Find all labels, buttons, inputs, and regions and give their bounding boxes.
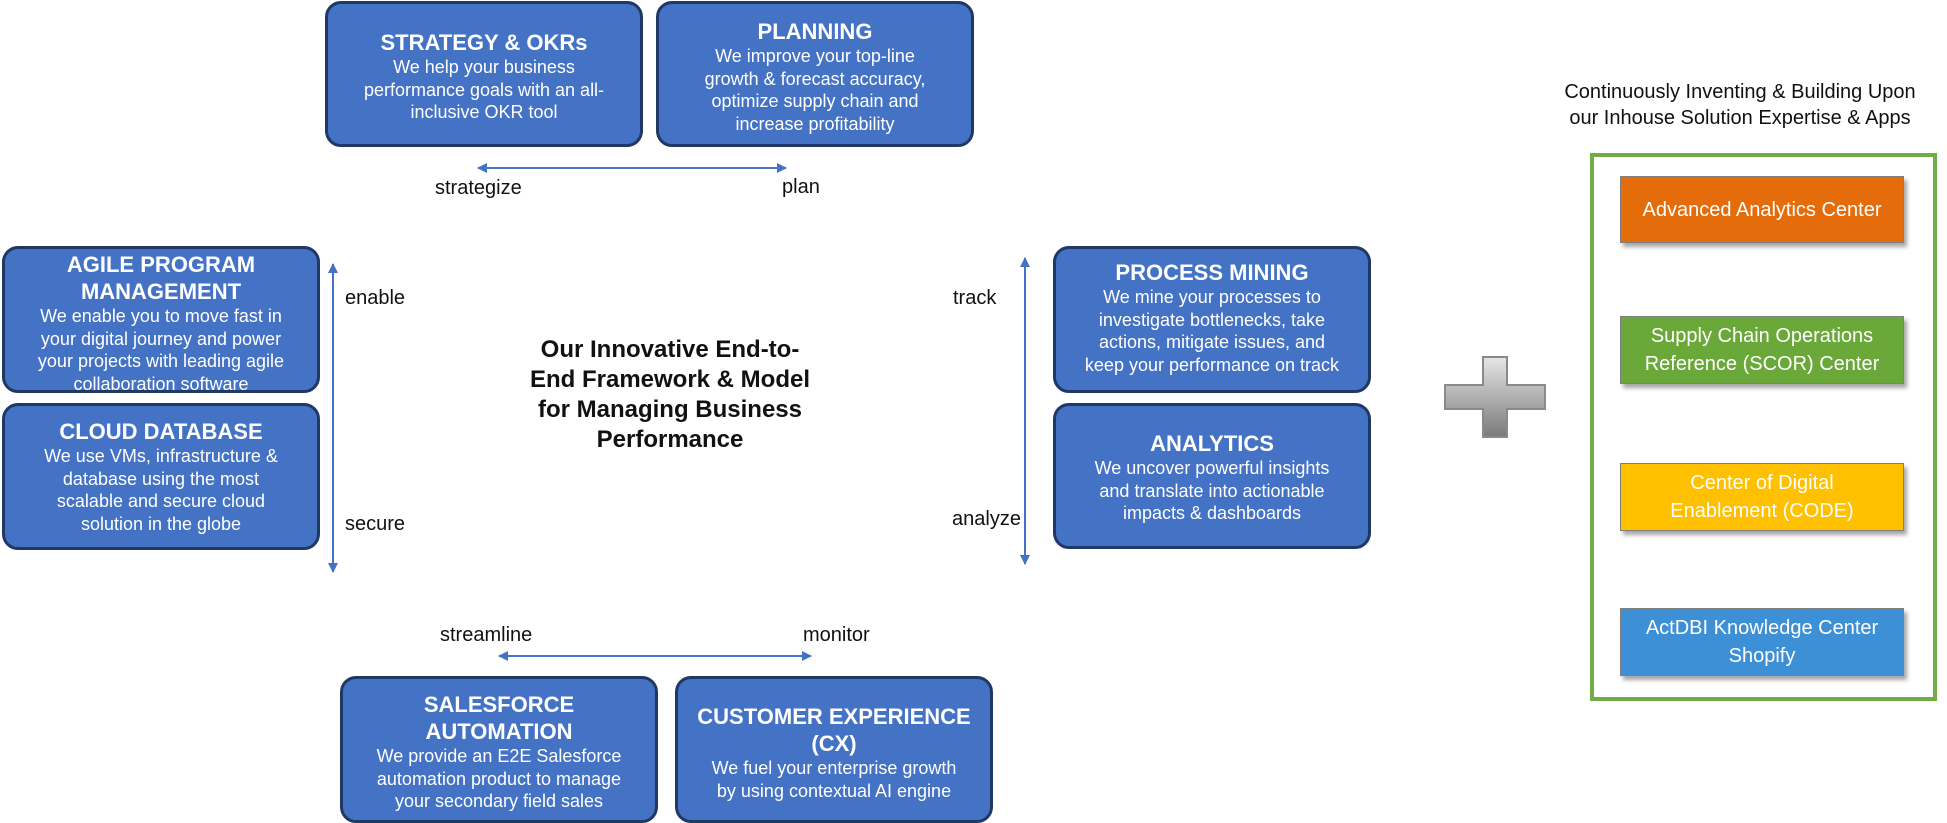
box-desc: automation product to manage bbox=[376, 768, 622, 789]
box-desc: your secondary field sales bbox=[394, 791, 604, 811]
box-title: AGILE PROGRAM bbox=[66, 252, 256, 277]
solutions-title: Continuously Inventing & Building Upon o… bbox=[1564, 81, 1916, 129]
verb-monitor: monitor bbox=[803, 624, 870, 646]
box-desc: performance goals with an all- bbox=[363, 79, 605, 100]
box-title: (CX) bbox=[811, 731, 857, 756]
box-desc: impacts & dashboards bbox=[1122, 503, 1302, 523]
framework-title: Our Innovative End-to- End Framework & M… bbox=[529, 336, 811, 453]
box-desc: scalable and secure cloud bbox=[56, 491, 266, 511]
verb-plan: plan bbox=[782, 176, 820, 198]
box-agile-program-management: AGILE PROGRAM MANAGEMENT We enable you t… bbox=[2, 246, 320, 393]
box-planning: PLANNING We improve your top-line growth… bbox=[656, 1, 974, 147]
box-desc: keep your performance on track bbox=[1084, 354, 1340, 375]
app-actdbi-knowledge-center[interactable]: ActDBI Knowledge Center Shopify bbox=[1620, 608, 1904, 676]
box-desc: your projects with leading agile bbox=[37, 351, 285, 371]
box-salesforce-automation: SALESFORCE AUTOMATION We provide an E2E … bbox=[340, 676, 658, 823]
box-desc: We enable you to move fast in bbox=[40, 306, 282, 326]
box-desc: investigate bottlenecks, take bbox=[1098, 309, 1326, 330]
box-title: PROCESS MINING bbox=[1115, 260, 1309, 285]
verb-analyze: analyze bbox=[952, 508, 1021, 530]
box-desc: solution in the globe bbox=[80, 513, 242, 534]
box-desc: We provide an E2E Salesforce bbox=[376, 746, 622, 766]
app-center-of-digital-enablement[interactable]: Center of Digital Enablement (CODE) bbox=[1620, 463, 1904, 531]
box-desc: We use VMs, infrastructure & bbox=[44, 446, 278, 466]
box-title: MANAGEMENT bbox=[80, 279, 242, 304]
box-desc: We help your business bbox=[393, 57, 575, 77]
box-cloud-database: CLOUD DATABASE We use VMs, infrastructur… bbox=[2, 403, 320, 550]
box-title: SALESFORCE bbox=[423, 692, 575, 717]
box-desc: optimize supply chain and bbox=[711, 91, 919, 111]
plus-icon bbox=[1444, 356, 1546, 438]
box-title: AUTOMATION bbox=[425, 719, 573, 744]
verb-track: track bbox=[953, 287, 997, 309]
box-title: PLANNING bbox=[757, 19, 873, 44]
box-desc: by using contextual AI engine bbox=[716, 780, 952, 801]
verb-enable: enable bbox=[345, 287, 406, 309]
box-desc: We mine your processes to bbox=[1103, 287, 1321, 307]
solutions-frame bbox=[1590, 153, 1937, 701]
box-title: CLOUD DATABASE bbox=[59, 419, 263, 444]
box-title: ANALYTICS bbox=[1150, 431, 1274, 456]
box-desc: We improve your top-line bbox=[715, 46, 915, 66]
verb-secure: secure bbox=[345, 513, 406, 535]
box-title: CUSTOMER EXPERIENCE bbox=[697, 704, 971, 729]
box-customer-experience: CUSTOMER EXPERIENCE (CX) We fuel your en… bbox=[675, 676, 993, 823]
box-desc: database using the most bbox=[62, 468, 260, 489]
app-advanced-analytics-center[interactable]: Advanced Analytics Center bbox=[1620, 176, 1904, 243]
app-scor-center[interactable]: Supply Chain Operations Reference (SCOR)… bbox=[1620, 316, 1904, 384]
box-process-mining: PROCESS MINING We mine your processes to… bbox=[1053, 246, 1371, 393]
verb-strategize: strategize bbox=[435, 177, 522, 199]
box-title: STRATEGY & OKRs bbox=[380, 30, 588, 55]
box-desc: actions, mitigate issues, and bbox=[1098, 332, 1326, 352]
box-strategy-okrs: STRATEGY & OKRs We help your business pe… bbox=[325, 1, 643, 147]
verb-streamline: streamline bbox=[440, 624, 533, 646]
box-desc: We uncover powerful insights bbox=[1094, 458, 1330, 478]
box-desc: collaboration software bbox=[73, 373, 249, 393]
box-desc: We fuel your enterprise growth bbox=[711, 758, 957, 778]
box-desc: your digital journey and power bbox=[40, 328, 282, 349]
box-desc: inclusive OKR tool bbox=[410, 102, 558, 122]
box-analytics: ANALYTICS We uncover powerful insights a… bbox=[1053, 403, 1371, 549]
box-desc: growth & forecast accuracy, bbox=[704, 68, 926, 89]
box-desc: and translate into actionable bbox=[1099, 480, 1325, 501]
box-desc: increase profitability bbox=[735, 113, 895, 134]
